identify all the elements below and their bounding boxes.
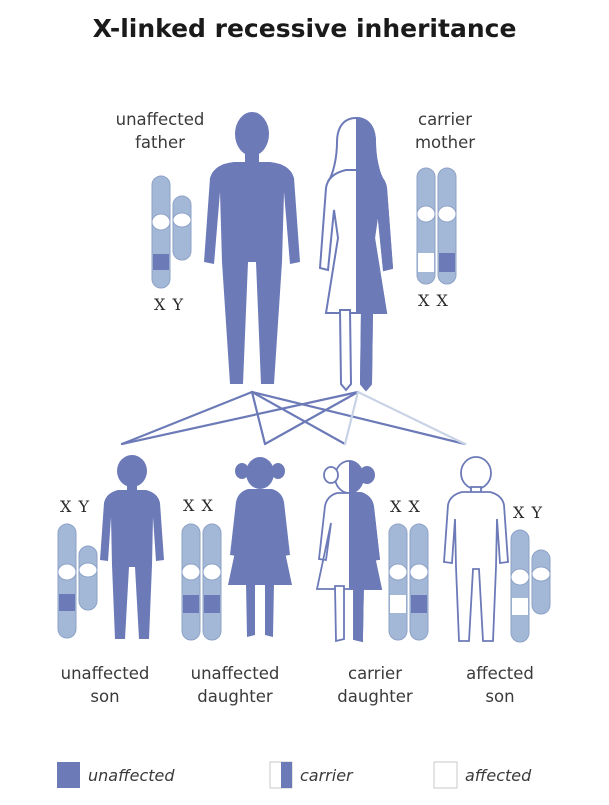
line-mother-carrier-daughter [343,390,360,446]
line-father-affected-son [250,390,467,446]
legend-affected-label: affected [465,766,532,785]
line-father-son [120,390,254,446]
child-1-xy-label: X Y [60,497,91,516]
child-unaffected-daughter-chromosomes [181,523,222,641]
mother-figure [319,117,393,391]
child-carrier-daughter-figure [316,460,382,642]
legend-carrier-label: carrier [300,766,353,785]
child-unaffected-son-chromosomes [57,523,98,639]
child-2-label-line1: unaffected [190,664,280,683]
inheritance-lines [120,390,467,446]
mother-label-line1: carrier [418,110,472,129]
line-mother-son [120,390,360,446]
father-label-line2: father [135,133,185,152]
father-chromosomes [151,175,192,289]
legend-swatches [57,761,458,789]
child-1-label-line1: unaffected [60,664,150,683]
child-3-label-line1: carrier [348,664,402,683]
child-3-label: carrier daughter [315,662,435,708]
father-xy-label: X Y [154,295,185,314]
father-label: unaffected father [95,108,225,154]
child-affected-son-figure [443,456,509,642]
child-2-xx-label: X X [183,496,214,515]
child-2-label-line2: daughter [197,687,273,706]
child-4-label-line1: affected [466,664,534,683]
mother-label: carrier mother [390,108,500,154]
child-affected-son-chromosomes [510,529,551,643]
child-2-label: unaffected daughter [170,662,300,708]
mother-label-line2: mother [414,133,476,152]
legend-affected-swatch [433,761,458,789]
child-4-label: affected son [440,662,560,708]
child-unaffected-son-figure [100,455,164,639]
child-unaffected-daughter-figure [228,457,292,637]
mother-xx-label: X X [418,291,449,310]
mother-chromosomes [416,167,457,285]
child-3-xx-label: X X [390,497,421,516]
legend-unaffected-label: unaffected [88,766,175,785]
diagram-title: X-linked recessive inheritance [92,14,517,43]
child-3-label-line2: daughter [337,687,413,706]
legend-carrier-swatch [269,761,293,789]
father-label-line1: unaffected [115,110,205,129]
child-4-label-line2: son [485,687,515,706]
line-mother-daughter [263,390,360,446]
legend-unaffected-swatch [57,762,80,788]
child-1-label-line2: son [90,687,120,706]
child-4-xy-label: X Y [513,503,544,522]
child-1-label: unaffected son [40,662,170,708]
line-father-carrier-daughter [250,390,347,446]
line-mother-affected-son [356,390,467,446]
line-father-daughter [250,390,267,446]
child-carrier-daughter-chromosomes [388,523,429,641]
